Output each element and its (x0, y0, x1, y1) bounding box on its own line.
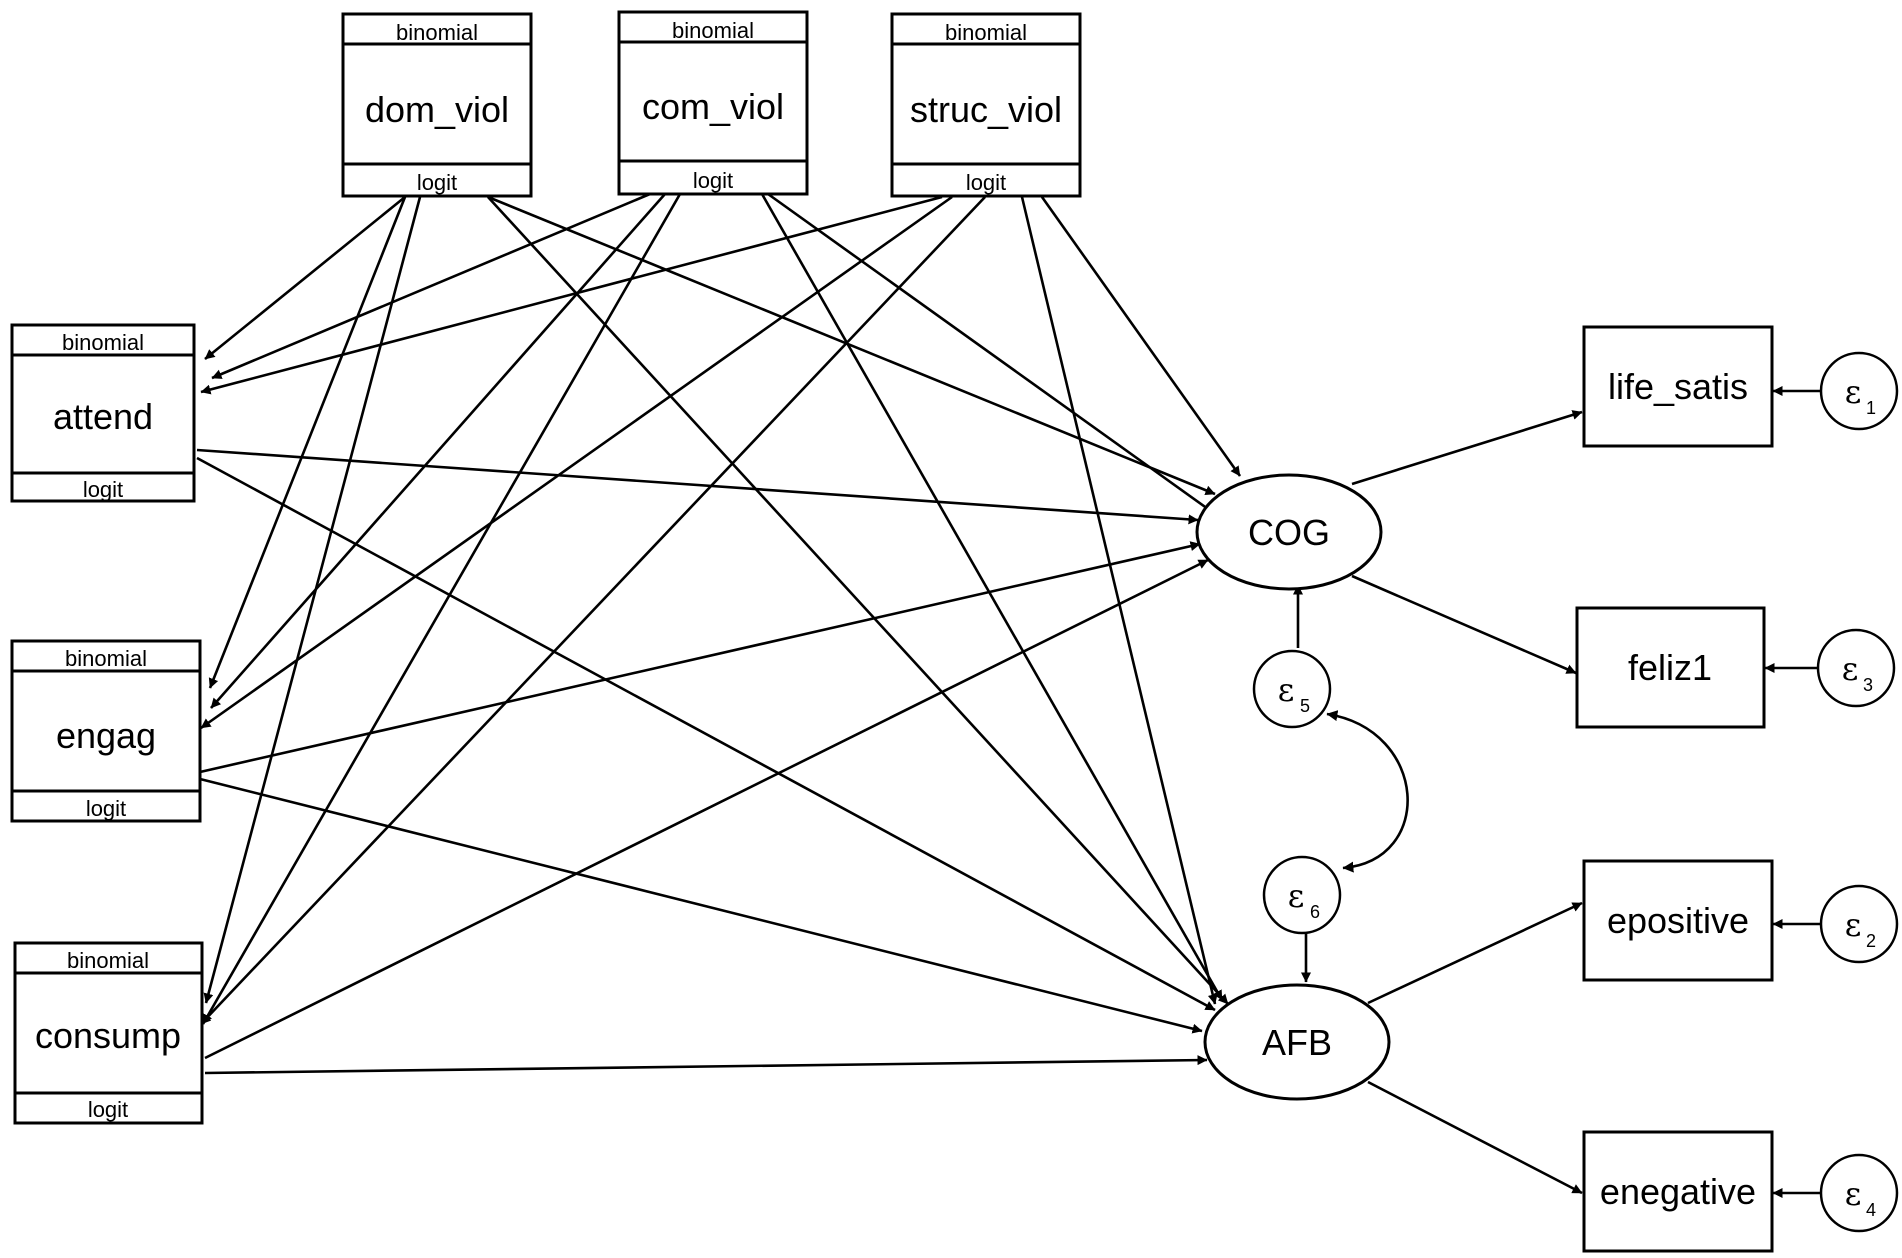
node-attend: binomial attend logit (10, 323, 196, 503)
error-subscript: 4 (1866, 1200, 1876, 1220)
error-symbol: ε (1845, 1175, 1862, 1213)
family-label: binomial (396, 20, 478, 45)
covariance-e5-e6 (1326, 710, 1409, 873)
path-struc-viol-attend (200, 195, 943, 395)
family-label: binomial (945, 20, 1027, 45)
error-e2: ε 2 (1819, 884, 1899, 964)
indicator-enegative: enegative (1582, 1130, 1774, 1253)
error-e3: ε 3 (1816, 628, 1896, 708)
error-symbol: ε (1845, 906, 1862, 944)
error-symbol: ε (1842, 650, 1859, 688)
family-label: binomial (65, 646, 147, 671)
path-dom-viol-afb (487, 196, 1229, 1005)
error-subscript: 5 (1300, 696, 1310, 716)
error-e4: ε 4 (1819, 1153, 1899, 1233)
link-label: logit (86, 796, 126, 821)
link-label: logit (83, 477, 123, 502)
error-symbol: ε (1278, 671, 1295, 709)
link-label: logit (966, 170, 1006, 195)
path-cog-life-satis (1351, 410, 1583, 486)
path-cog-feliz1 (1351, 574, 1577, 675)
indicator-label: epositive (1607, 900, 1749, 941)
node-engag: binomial engag logit (10, 639, 202, 823)
path-struc-viol-engag (200, 195, 953, 730)
path-com-viol-consump (201, 193, 682, 1025)
variable-label: struc_viol (910, 89, 1062, 130)
error-symbol: ε (1288, 877, 1305, 915)
error-subscript: 3 (1863, 675, 1873, 695)
node-dom-viol: binomial dom_viol logit (341, 12, 533, 198)
path-com-viol-attend (211, 192, 651, 380)
node-consump: binomial consump logit (13, 941, 204, 1125)
family-label: binomial (672, 18, 754, 43)
path-com-viol-engag (210, 193, 666, 709)
path-dom-viol-cog (487, 195, 1216, 496)
path-attend-cog (196, 448, 1199, 525)
variable-label: attend (53, 396, 153, 437)
indicator-life-satis: life_satis (1582, 325, 1774, 448)
link-label: logit (417, 170, 457, 195)
node-com-viol: binomial com_viol logit (617, 10, 809, 196)
path-com-viol-afb (760, 193, 1224, 1001)
path-dom-viol-consump (203, 196, 422, 1004)
node-struc-viol: binomial struc_viol logit (890, 12, 1082, 198)
path-consump-afb (204, 1055, 1208, 1075)
link-label: logit (693, 168, 733, 193)
path-struc-viol-cog (1040, 196, 1242, 477)
error-subscript: 2 (1866, 931, 1876, 951)
path-attend-afb (196, 456, 1216, 1012)
error-subscript: 1 (1866, 398, 1876, 418)
family-label: binomial (67, 948, 149, 973)
latent-cog: COG (1195, 473, 1383, 591)
variable-label: dom_viol (365, 89, 509, 130)
path-consump-cog (204, 558, 1209, 1060)
indicator-label: feliz1 (1628, 647, 1712, 688)
family-label: binomial (62, 330, 144, 355)
indicator-epositive: epositive (1582, 859, 1774, 982)
variable-label: consump (35, 1015, 181, 1056)
path-dom-viol-engag (208, 196, 407, 689)
variable-label: engag (56, 715, 156, 756)
latent-afb: AFB (1203, 983, 1391, 1101)
indicator-feliz1: feliz1 (1575, 606, 1766, 729)
error-symbol: ε (1845, 373, 1862, 411)
link-label: logit (88, 1097, 128, 1122)
path-struc-viol-afb (1020, 196, 1218, 1005)
path-com-viol-cog (767, 192, 1216, 516)
path-afb-enegative (1367, 1080, 1583, 1195)
error-e1: ε 1 (1819, 351, 1899, 431)
path-afb-epositive (1367, 901, 1583, 1005)
path-engag-cog (199, 541, 1201, 774)
error-e5: ε 5 (1252, 649, 1332, 729)
path-dom-viol-attend (204, 195, 406, 361)
variable-label: com_viol (642, 86, 784, 127)
paths (196, 192, 1822, 1198)
error-e6: ε 6 (1262, 855, 1342, 935)
indicator-label: life_satis (1608, 366, 1748, 407)
path-struc-viol-consump (200, 196, 986, 1025)
error-subscript: 6 (1310, 902, 1320, 922)
latent-label: AFB (1262, 1022, 1332, 1063)
latent-label: COG (1248, 512, 1330, 553)
path-engag-afb (199, 777, 1203, 1034)
indicator-label: enegative (1600, 1171, 1756, 1212)
